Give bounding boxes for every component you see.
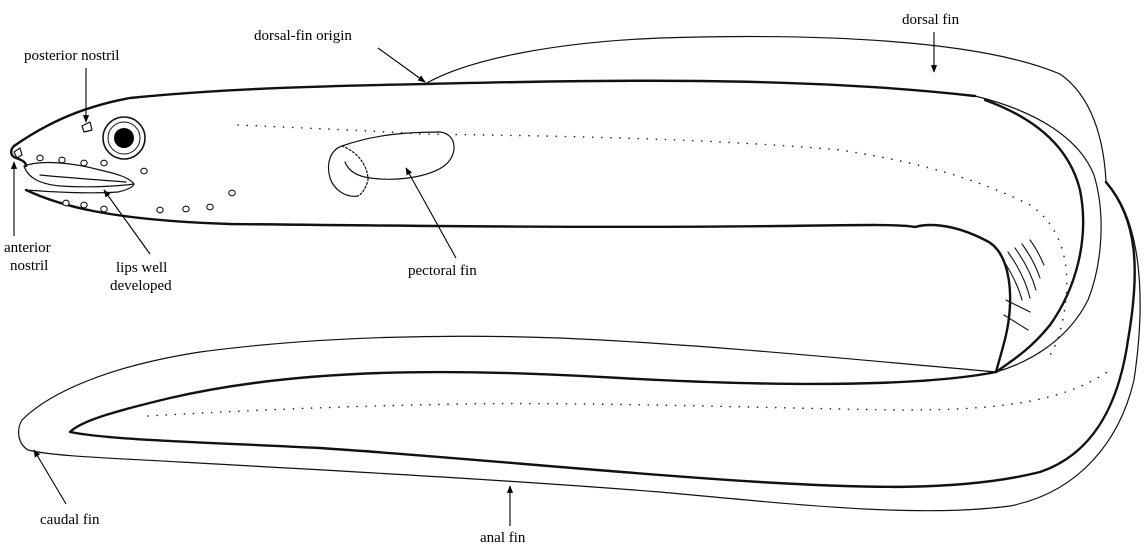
label-posterior-nostril: posterior nostril: [24, 48, 119, 64]
eel-body: [11, 37, 1140, 511]
label-pectoral-fin: pectoral fin: [408, 263, 477, 279]
mouth-line: [40, 175, 126, 182]
label-caudal-fin: caudal fin: [40, 512, 100, 528]
ventral-profile: [26, 190, 1010, 372]
dorsal-fin-outline: [425, 37, 1106, 182]
label-dorsal-fin: dorsal fin: [902, 12, 960, 28]
label-anterior-nostril-1: anterior: [4, 240, 51, 256]
pointer-dorsal-fin-origin: [378, 48, 425, 82]
annotations: posterior nostril dorsal-fin origin dors…: [4, 12, 960, 546]
posterior-nostril: [82, 122, 92, 132]
label-lips-2: developed: [110, 278, 172, 294]
pointer-pectoral-fin: [406, 168, 456, 258]
label-anal-fin: anal fin: [480, 530, 526, 546]
pectoral-fin: [329, 132, 455, 196]
lateral-line-body: [238, 125, 1067, 360]
label-dorsal-fin-origin: dorsal-fin origin: [254, 28, 352, 44]
label-lips-1: lips well: [116, 260, 167, 276]
caudal-anal-fin-outline: [19, 182, 1140, 511]
dorsal-profile: [14, 81, 975, 146]
anal-fin-rays: [1000, 240, 1044, 330]
pointer-caudal-fin: [34, 450, 66, 504]
label-anterior-nostril-2: nostril: [10, 258, 48, 274]
dorsal-fin-inner-margin: [985, 100, 1083, 372]
eye-pupil: [114, 128, 134, 148]
pointer-lips: [104, 190, 150, 254]
